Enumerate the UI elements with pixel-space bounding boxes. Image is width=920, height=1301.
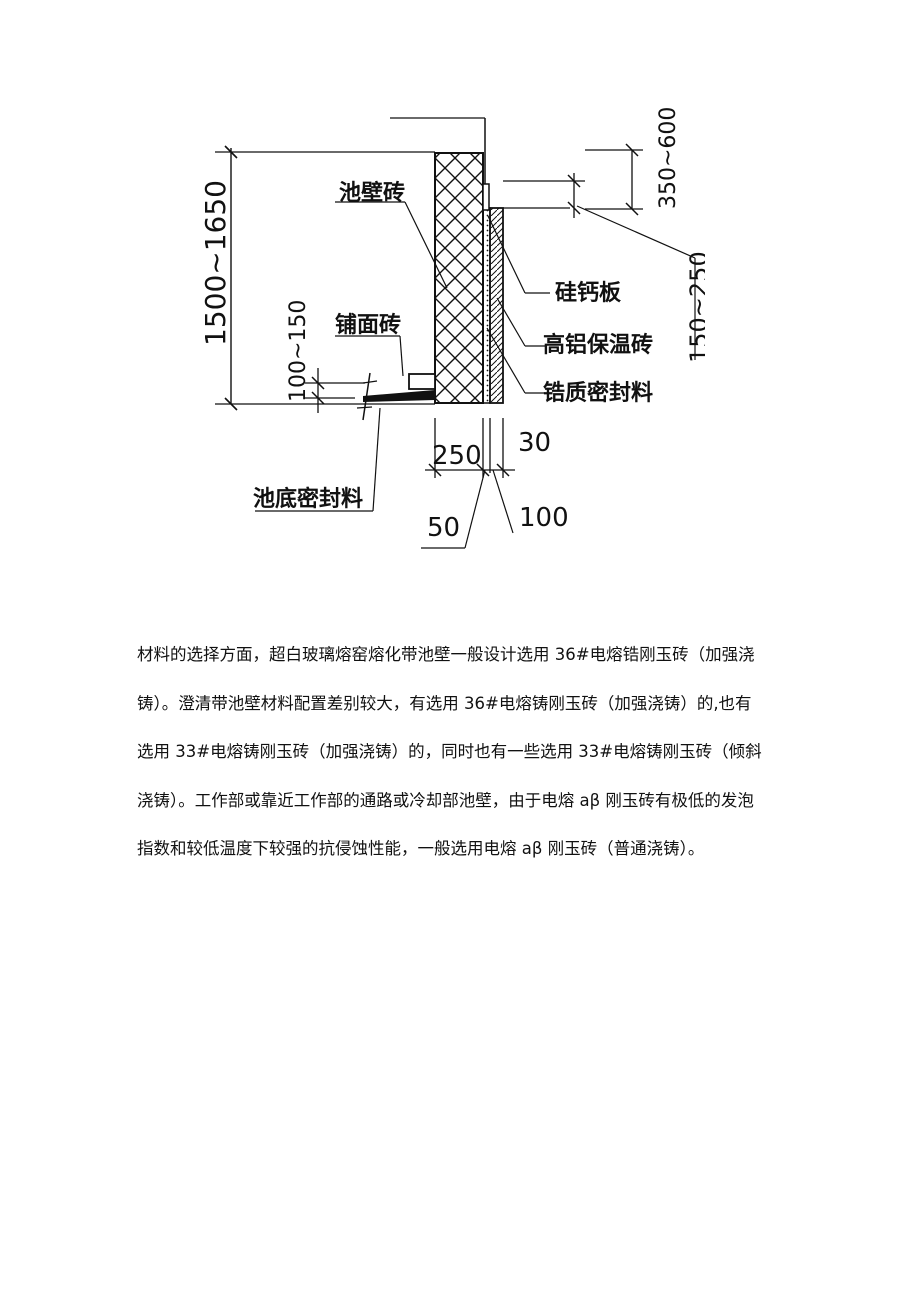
- diagram-labels: 池壁砖 硅钙板 高铝保温砖 锆质密封料 铺面砖 池底密封料: [253, 180, 653, 512]
- sealant-layer: [482, 207, 491, 404]
- label-zircon-sealant: 锆质密封料: [543, 380, 653, 406]
- label-bottom-sealant: 池底密封料: [253, 486, 363, 512]
- insulation-layer: [489, 207, 504, 404]
- dim-top-offset: 350~600: [656, 108, 681, 209]
- diagram-svg: 池壁砖 硅钙板 高铝保温砖 锆质密封料 铺面砖 池底密封料 1500~1650 …: [199, 108, 705, 549]
- dimension-lines: [215, 143, 696, 549]
- wall-structure: [356, 117, 585, 421]
- dim-width-50: 50: [427, 513, 460, 543]
- pool-wall-section-diagram: 池壁砖 硅钙板 高铝保温砖 锆质密封料 铺面砖 池底密封料 1500~1650 …: [185, 108, 705, 558]
- dim-width-100: 100: [519, 503, 569, 533]
- pool-bottom-line: [363, 390, 435, 402]
- paragraph-line-1: 材料的选择方面，超白玻璃熔窑熔化带池壁一般设计选用 36#电熔锆刚玉砖（加强浇: [137, 645, 755, 664]
- dimension-labels: 1500~1650 100~150 350~600 150~250 250 30…: [199, 108, 705, 543]
- calcium-board-layer: [482, 183, 490, 211]
- label-high-alumina-brick: 高铝保温砖: [543, 332, 653, 358]
- body-paragraph: 材料的选择方面，超白玻璃熔窑熔化带池壁一般设计选用 36#电熔锆刚玉砖（加强浇 …: [137, 631, 801, 874]
- label-paving-brick: 铺面砖: [335, 312, 401, 338]
- paragraph-line-4: 浇铸）。工作部或靠近工作部的通路或冷却部池壁，由于电熔 aβ 刚玉砖有极低的发泡: [137, 790, 754, 810]
- dim-total-height: 1500~1650: [199, 180, 232, 346]
- dim-width-250: 250: [432, 441, 482, 471]
- label-pool-wall-brick: 池壁砖: [339, 180, 405, 206]
- paving-brick-block: [408, 373, 436, 390]
- paragraph-line-3: 选用 33#电熔铸刚玉砖（加强浇铸）的，同时也有一些选用 33#电熔铸刚玉砖（倾…: [137, 742, 762, 761]
- leader-lines: [255, 201, 550, 512]
- pool-wall-brick-block: [434, 152, 484, 404]
- paragraph-line-2: 铸）。澄清带池壁材料配置差别较大，有选用 36#电熔铸刚玉砖（加强浇铸）的,也有: [137, 693, 752, 713]
- dim-side-height: 150~250: [685, 251, 705, 363]
- label-calcium-silicate-board: 硅钙板: [555, 281, 622, 306]
- dim-paving-height: 100~150: [286, 300, 311, 402]
- dim-width-30: 30: [518, 428, 551, 458]
- paragraph-line-5: 指数和较低温度下较强的抗侵蚀性能，一般选用电熔 aβ 刚玉砖（普通浇铸）。: [137, 839, 705, 858]
